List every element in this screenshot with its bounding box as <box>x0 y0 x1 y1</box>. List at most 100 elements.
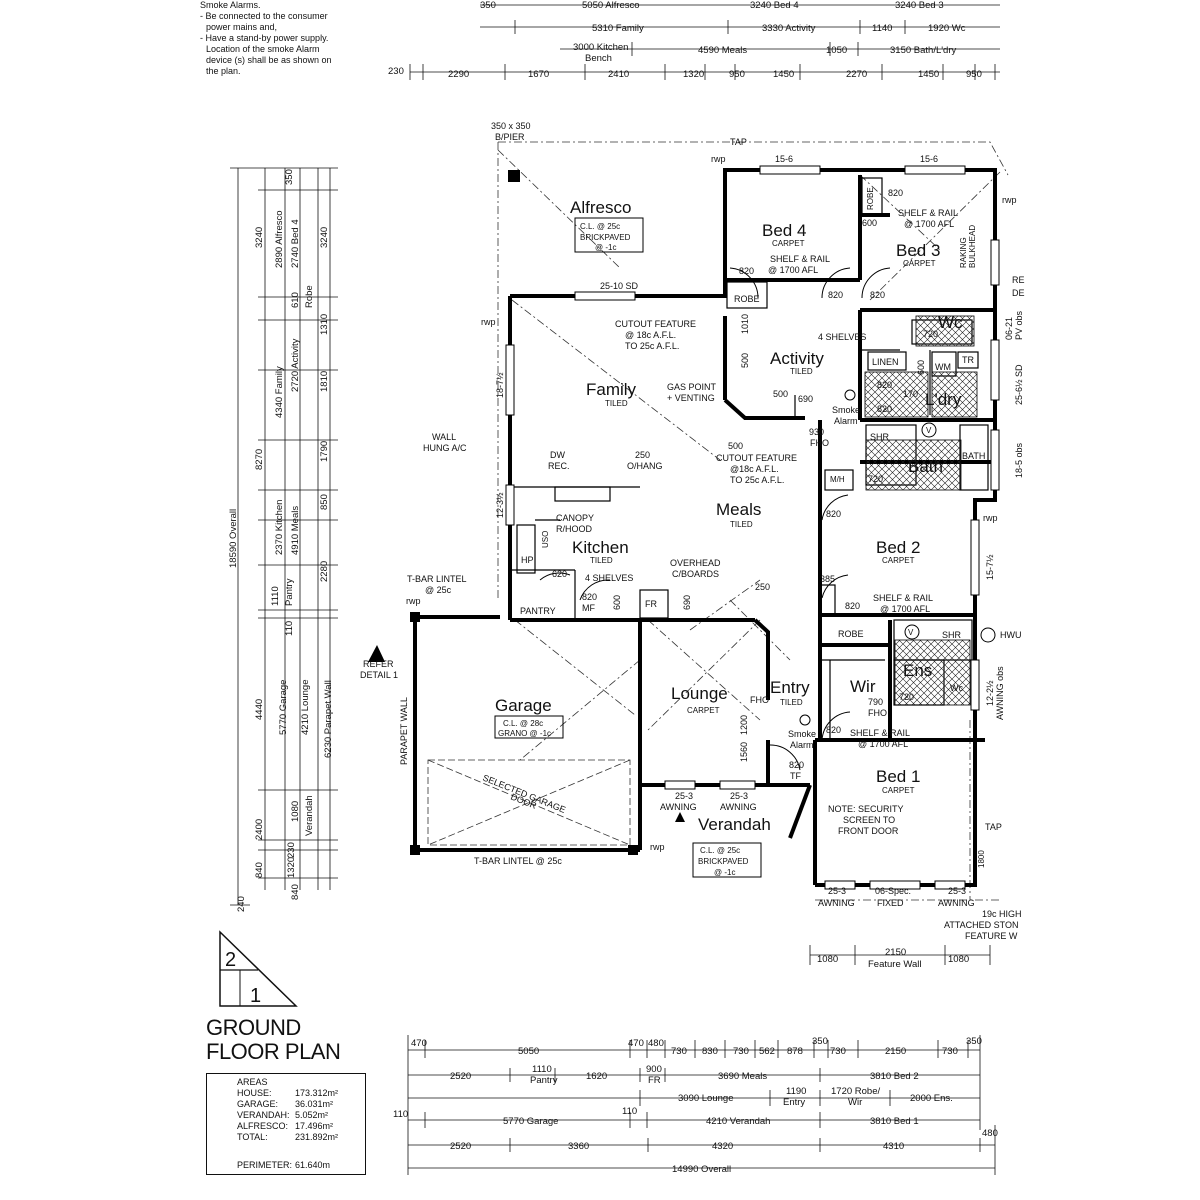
bottom-dimension-labels: 470 5050 470 480 730 830 730 562 878 350… <box>393 1036 998 1175</box>
label: M/H <box>830 475 845 484</box>
note-line: the plan. <box>206 66 241 76</box>
dim-label: 1810 <box>319 371 330 392</box>
room-name-alfresco: Alfresco <box>570 198 631 217</box>
room-name-entry: Entry <box>770 678 810 697</box>
label: 820 <box>739 266 754 276</box>
label: T-BAR LINTEL @ 25c <box>474 856 562 866</box>
dim-label: 470 <box>411 1038 427 1049</box>
dim-label: 1080 <box>290 801 301 822</box>
label: NOTE: SECURITY <box>828 804 904 814</box>
dim-label: Bench <box>585 53 612 64</box>
garage-ceiling: C.L. @ 28c <box>503 719 543 728</box>
room-floor-meals: TILED <box>730 520 753 529</box>
label: OVERHEAD <box>670 558 721 568</box>
room-floor-kitchen: TILED <box>590 556 613 565</box>
dim-label: Pantry <box>530 1075 558 1086</box>
label: AWNING obs <box>995 666 1005 720</box>
dim-label: Robe <box>304 285 315 308</box>
label: DETAIL 1 <box>360 670 398 680</box>
basin-marker <box>921 422 937 438</box>
label: 15-6 <box>775 154 793 164</box>
room-floor-bed4: CARPET <box>772 239 805 248</box>
label: 1010 <box>740 314 750 334</box>
area-key: TOTAL: <box>237 1132 268 1142</box>
note-line: - Be connected to the consumer <box>200 11 328 21</box>
label: 820 <box>888 188 903 198</box>
garage-pier <box>410 612 420 622</box>
dim-label: 2740 Bed 4 <box>290 219 301 268</box>
areas-row: GARAGE:36.031m² <box>207 1099 365 1110</box>
dim-label: 6230 Parapet Wall <box>323 680 334 758</box>
area-key: HOUSE: <box>237 1088 272 1098</box>
dim-label: 350 <box>966 1036 982 1047</box>
label: 820 <box>870 290 885 300</box>
smoke-alarm-notes: Smoke Alarms. - Be connected to the cons… <box>200 0 375 77</box>
areas-row: TOTAL:231.892m² <box>207 1132 365 1143</box>
label: RAKING <box>959 237 968 268</box>
room-name-family: Family <box>586 380 637 399</box>
label: REC. <box>548 461 570 471</box>
left-dimensions <box>230 167 338 906</box>
garage-floor: GRANO @ -1c <box>498 729 551 738</box>
dim-label: Wir <box>848 1097 862 1108</box>
dim-label: 1920 Wc <box>928 23 966 34</box>
dim-label: 1450 <box>773 69 794 80</box>
label: rwp <box>650 842 665 852</box>
label: 385 <box>820 574 835 584</box>
label: 600 <box>612 595 622 610</box>
note-line: device (s) shall be as shown on <box>206 55 332 65</box>
label: 690 <box>798 394 813 404</box>
note-line: Smoke Alarms. <box>200 0 261 10</box>
label: TAP <box>985 822 1002 832</box>
wet-area-tiles <box>864 315 978 706</box>
label: @ 1700 AFL <box>904 219 954 229</box>
label: + VENTING <box>667 393 715 403</box>
room-name-wc: Wc <box>938 313 963 332</box>
room-name-garage: Garage <box>495 696 552 715</box>
label: AWNING <box>660 802 697 812</box>
label: SHELF & RAIL <box>873 593 933 603</box>
label: DW <box>550 450 565 460</box>
dim-label: 5310 Family <box>592 23 644 34</box>
label: 720 <box>868 474 883 484</box>
label: 720 <box>923 329 938 339</box>
dim-label: 240 <box>236 896 247 912</box>
dim-label: 4590 Meals <box>698 45 747 56</box>
left-dimension-labels: 350 3240 2890 Alfresco 2740 Bed 4 3240 6… <box>228 169 334 912</box>
dim-label: 18590 Overall <box>228 509 239 568</box>
label: TO 25c A.F.L. <box>730 475 784 485</box>
label: 25-10 SD <box>600 281 639 291</box>
label: TO 25c A.F.L. <box>625 341 679 351</box>
label: 820 <box>826 509 841 519</box>
dim-label: 950 <box>729 69 745 80</box>
dim-label: 2370 Kitchen <box>274 500 285 555</box>
dim-label: 1720 Robe/ <box>831 1086 880 1097</box>
label: HWU <box>1000 630 1022 640</box>
label: 600 <box>862 218 877 228</box>
room-name-bath: Bath <box>908 457 943 476</box>
dim-label: 2520 <box>450 1141 471 1152</box>
label: TAP <box>730 137 747 147</box>
dim-label: 1670 <box>528 69 549 80</box>
windows <box>505 165 1000 890</box>
area-value: 17.496m² <box>295 1121 334 1131</box>
dim-label: 470 <box>628 1038 644 1049</box>
label: 250 <box>755 582 770 592</box>
dim-label: 4440 <box>254 699 265 720</box>
verandah-floor: BRICKPAVED <box>698 857 749 866</box>
dim-label: 4210 Verandah <box>706 1116 770 1127</box>
dim-label: 730 <box>671 1046 687 1057</box>
dim-label: 840 <box>290 884 301 900</box>
label: ROBE <box>838 629 864 639</box>
label: 500 <box>728 441 743 451</box>
label: AWNING <box>818 898 855 908</box>
dim-label: 730 <box>733 1046 749 1057</box>
label: USO <box>541 531 550 548</box>
label: SCREEN TO <box>843 815 895 825</box>
dim-label: 950 <box>966 69 982 80</box>
garage-door-outline <box>427 759 631 846</box>
label: 820 <box>877 404 892 414</box>
dim-label: 350 <box>284 169 295 185</box>
dim-label: 1080 <box>817 954 838 965</box>
hot-water-unit-marker <box>980 627 996 643</box>
